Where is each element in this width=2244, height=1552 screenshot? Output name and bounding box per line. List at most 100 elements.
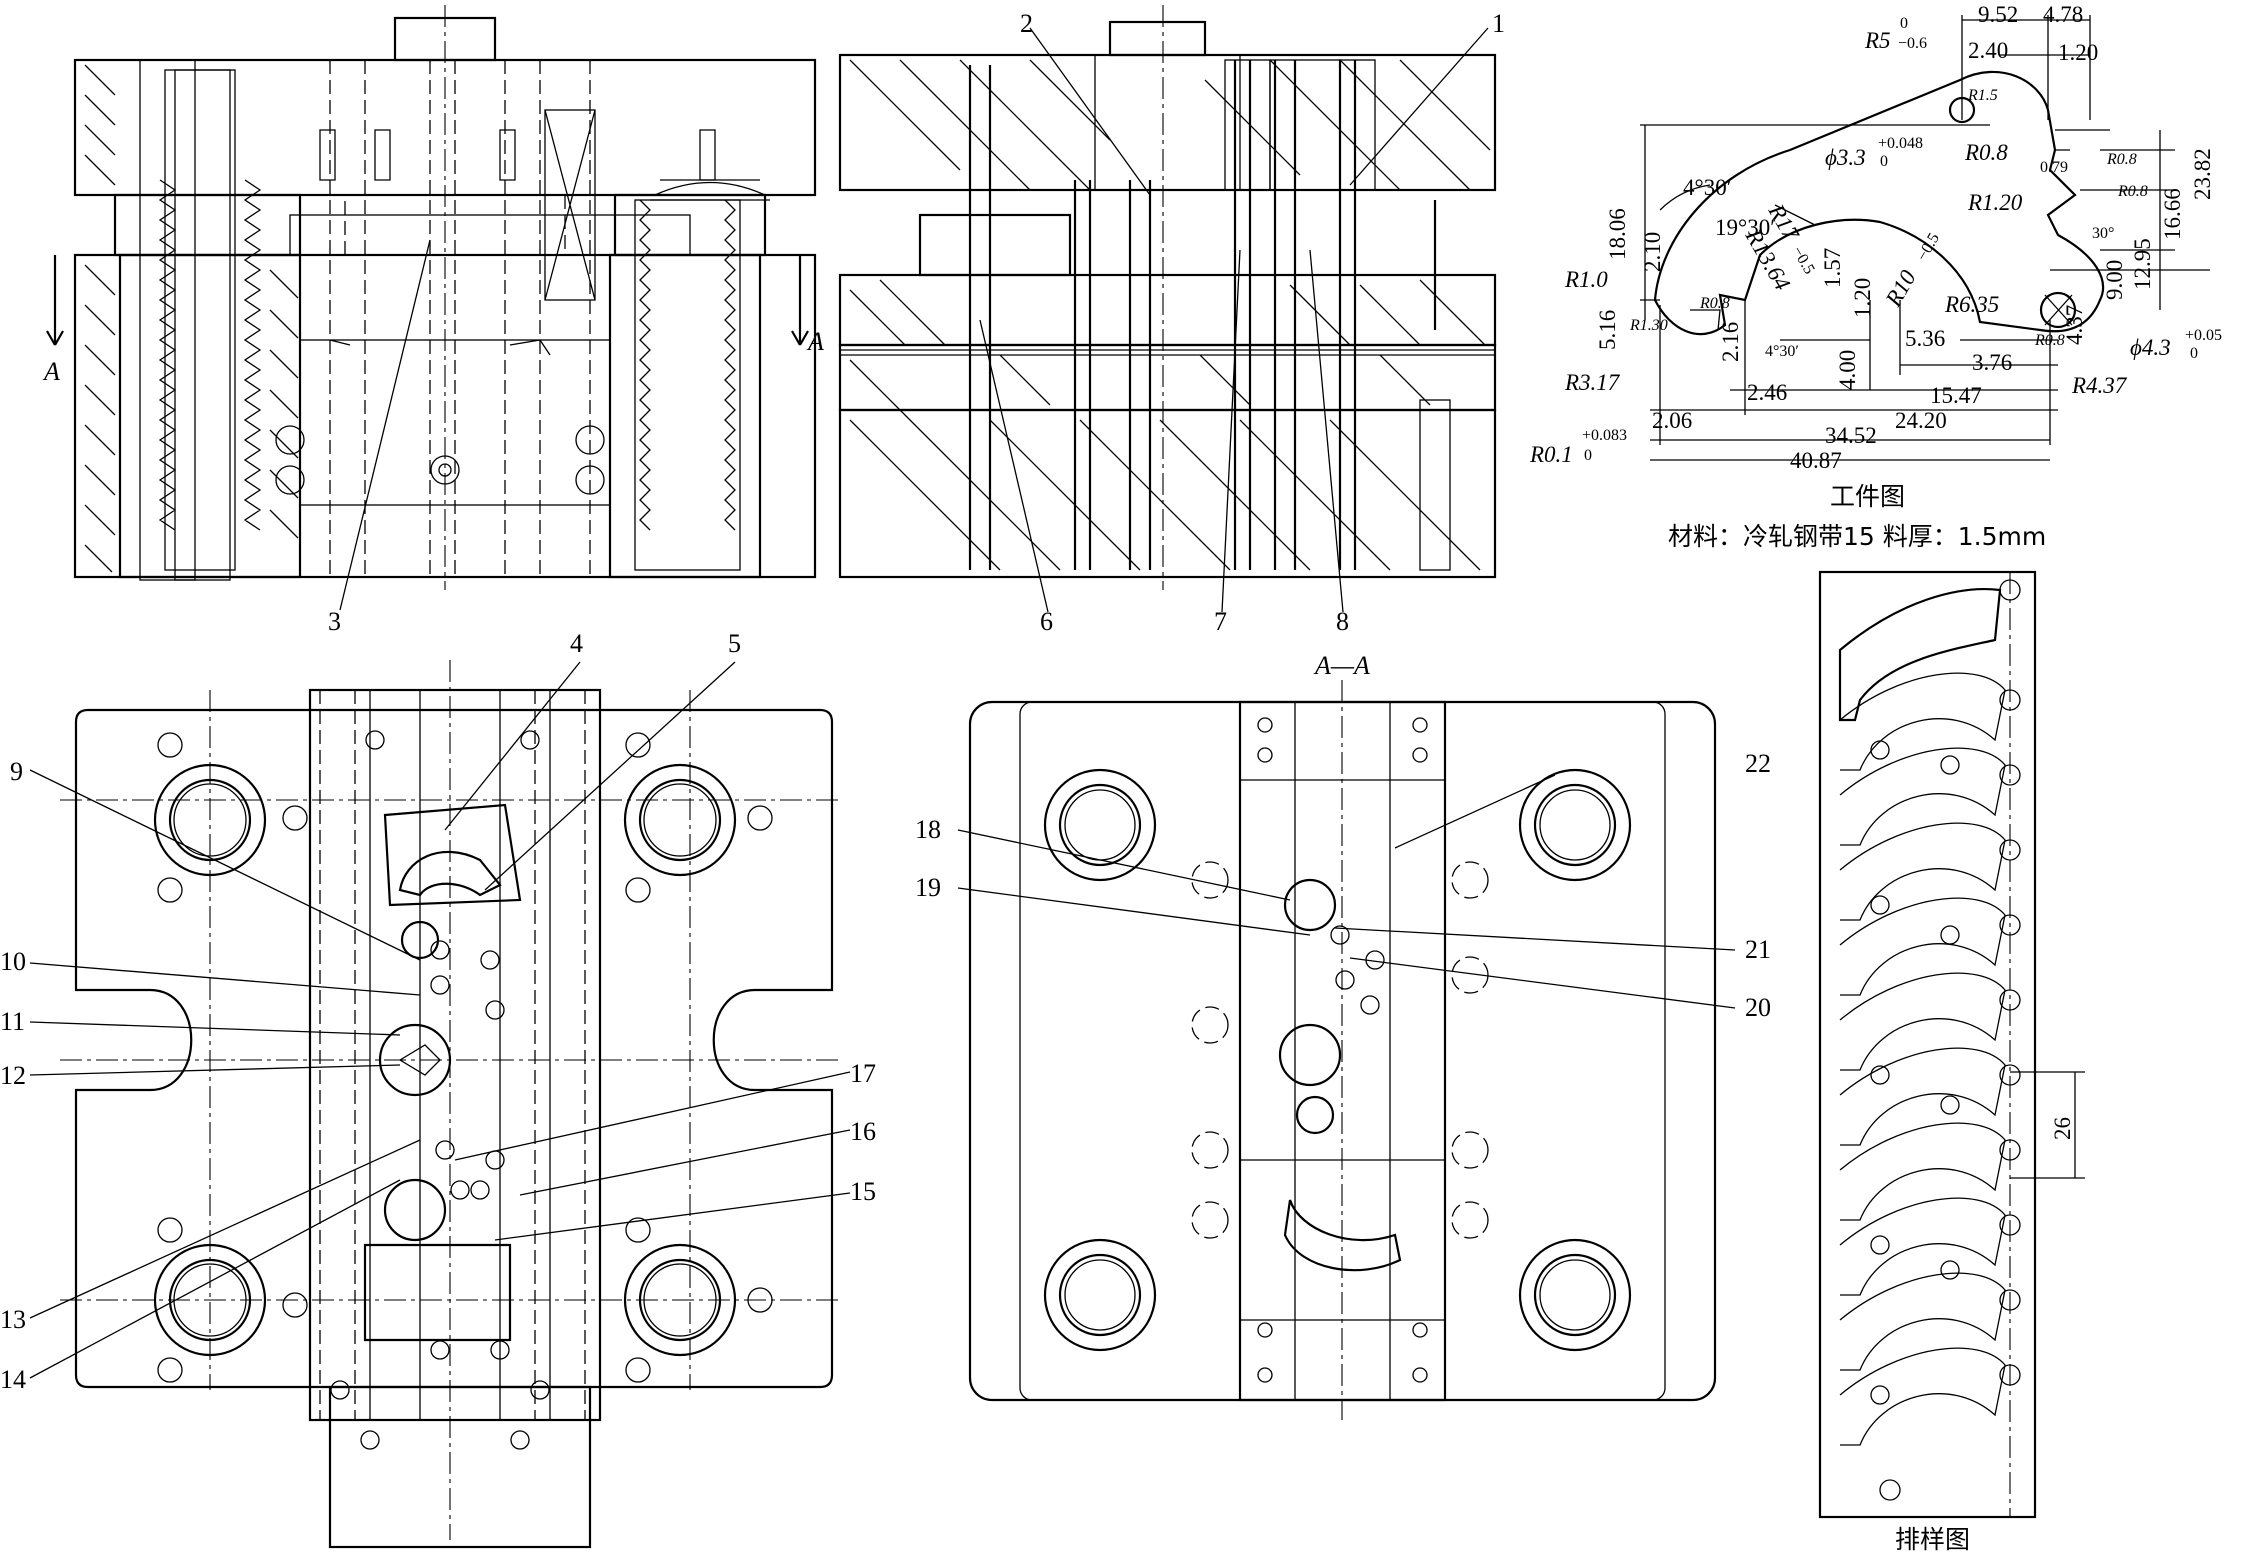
dim-r1-20: R1.20 (1967, 190, 2023, 215)
dim-r0-8d: R0.8 (1699, 295, 1730, 312)
dim-2-06: 2.06 (1652, 408, 1692, 433)
guide-bushing-br (623, 1217, 773, 1383)
part-number-9: 9 (10, 757, 23, 786)
guide-bushing-aa-tl (1043, 768, 1157, 882)
dim-4-37: 4.37 (2062, 305, 2087, 345)
dim-5-16: 5.16 (1595, 310, 1620, 350)
dim-2-16: 2.16 (1718, 322, 1743, 362)
section-title: A—A (1313, 651, 1370, 680)
dim-9-52: 9.52 (1978, 2, 2018, 27)
part-number-2: 2 (1020, 9, 1033, 38)
strip-layout: 26 排样图 (1818, 570, 2085, 1552)
dim-5-36: 5.36 (1905, 326, 1945, 351)
dim-phi3-3-tol-bot: 0 (1880, 153, 1888, 170)
section-mark-left: A (42, 357, 60, 386)
strip-layout-title: 排样图 (1895, 1525, 1970, 1552)
dim-2-10: 2.10 (1640, 232, 1665, 272)
dim-r0-1-tol-bot: 0 (1584, 447, 1592, 464)
dim-r10-tol: −0.5 (1914, 230, 1943, 264)
front-section-view-left: A A (42, 5, 824, 590)
part-number-7: 7 (1214, 607, 1227, 636)
guide-bushing-tl (153, 732, 308, 903)
workpiece-title: 工件图 (1830, 482, 1905, 511)
dim-3-76: 3.76 (1972, 350, 2012, 375)
plan-view-section-aa: A—A (968, 651, 1717, 1420)
guide-bushing-aa-br (1518, 1238, 1632, 1352)
dim-r0-1: R0.1 (1529, 442, 1573, 467)
dim-r5-tol-bot: −0.6 (1898, 35, 1927, 52)
workpiece-material-note: 材料：冷轧钢带15 料厚：1.5mm (1668, 522, 2046, 551)
dim-r17-tol: −0.5 (1789, 244, 1818, 278)
dim-15-47: 15.47 (1930, 383, 1982, 408)
part-number-8: 8 (1336, 607, 1349, 636)
dim-phi3-3: ϕ3.3 (1825, 145, 1866, 170)
part-number-19: 19 (915, 873, 941, 902)
dim-r10: R10 (1880, 265, 1921, 311)
guide-bushing-tr (623, 732, 773, 903)
dim-phi3-3-tol-top: +0.048 (1878, 135, 1923, 152)
dim-1-20a: 1.20 (2058, 40, 2098, 65)
part-number-12: 12 (0, 1061, 26, 1090)
dim-4-00: 4.00 (1835, 350, 1860, 390)
section-arrow-right (791, 255, 809, 346)
workpiece-drawing: 9.52 4.78 2.40 1.20 R5 0 −0.6 R1.5 ϕ3.3 … (1529, 2, 2222, 551)
angle-4-30a: 4°30′ (1683, 175, 1732, 200)
part-number-11: 11 (0, 1007, 25, 1036)
dim-r0-1-tol-top: +0.083 (1582, 427, 1627, 444)
dim-r0-8a: R0.8 (1964, 140, 2008, 165)
dim-r5-tol-top: 0 (1900, 15, 1908, 32)
dim-r0-8c: R0.8 (2117, 183, 2148, 200)
dim-r6-35: R6.35 (1944, 292, 1999, 317)
part-number-6: 6 (1040, 607, 1053, 636)
part-number-1: 1 (1492, 9, 1505, 38)
part-number-16: 16 (850, 1117, 876, 1146)
dim-2-46: 2.46 (1747, 380, 1787, 405)
dim-r0-8b: R0.8 (2106, 151, 2137, 168)
dim-2-40: 2.40 (1968, 38, 2008, 63)
part-number-14: 14 (0, 1365, 26, 1394)
dim-24-20: 24.20 (1895, 408, 1947, 433)
part-number-3: 3 (328, 607, 341, 636)
part-number-22: 22 (1745, 749, 1771, 778)
plan-view-left (60, 660, 840, 1549)
part-number-labels: 1 2 3 4 5 6 7 8 9 10 11 12 13 14 15 16 1… (0, 9, 1771, 1394)
part-number-15: 15 (850, 1177, 876, 1206)
dim-12-95: 12.95 (2130, 238, 2155, 290)
part-number-10: 10 (0, 947, 26, 976)
guide-bushing-aa-tr (1518, 768, 1632, 882)
dim-16-66: 16.66 (2160, 188, 2185, 240)
strip-pilot-holes (1870, 579, 2021, 1501)
dim-30deg: 30° (2092, 225, 2114, 242)
section-mark-right: A (806, 327, 824, 356)
dim-phi4-3: ϕ4.3 (2130, 335, 2171, 360)
angle-19-30: 19°30′ (1715, 215, 1775, 240)
plan-holes-aa (1191, 717, 1489, 1383)
part-number-20: 20 (1745, 993, 1771, 1022)
dim-r1-30: R1.30 (1629, 317, 1668, 334)
leader-lines (29, 27, 1736, 1379)
dim-r1-0: R1.0 (1564, 267, 1608, 292)
dim-34-52: 34.52 (1825, 423, 1877, 448)
guide-bushing-aa-bl (1043, 1238, 1157, 1352)
dim-1-57: 1.57 (1820, 248, 1845, 288)
dim-9-00: 9.00 (2102, 260, 2127, 300)
dim-18-06: 18.06 (1605, 208, 1630, 260)
dim-r1-5: R1.5 (1967, 87, 1998, 104)
guide-bushing-bl (153, 1217, 308, 1383)
part-number-21: 21 (1745, 935, 1771, 964)
strip-part-row (1839, 672, 2006, 1446)
dim-4-78: 4.78 (2043, 2, 2083, 27)
part-number-17: 17 (850, 1059, 876, 1088)
strip-pitch: 26 (2050, 1117, 2075, 1140)
dim-r3-17: R3.17 (1564, 370, 1621, 395)
angle-4-30b: 4°30′ (1765, 343, 1799, 360)
front-section-view-middle (838, 5, 1497, 590)
dim-phi4-3-tol-bot: 0 (2190, 345, 2198, 362)
dim-1-20b: 1.20 (1850, 278, 1875, 318)
dim-23-82: 23.82 (2190, 148, 2215, 200)
part-number-5: 5 (728, 629, 741, 658)
dim-r5: R5 (1864, 28, 1891, 53)
dim-phi4-3-tol-top: +0.05 (2185, 327, 2222, 344)
part-number-4: 4 (570, 629, 583, 658)
